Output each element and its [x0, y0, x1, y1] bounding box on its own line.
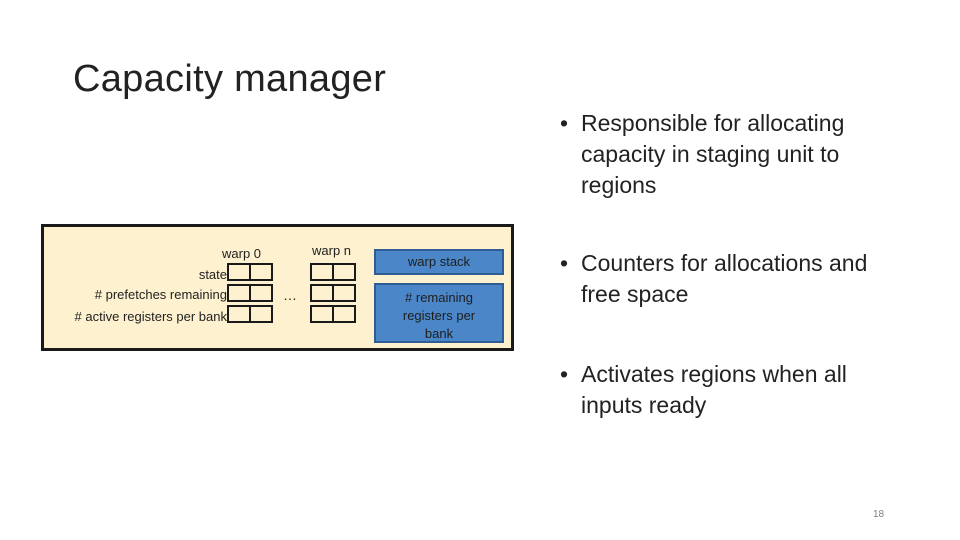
row-label-active-registers: # active registers per bank — [74, 309, 227, 324]
bullet-item: • Counters for allocations and free spac… — [560, 248, 900, 310]
grid-cell — [332, 305, 356, 323]
grid-cell — [227, 305, 251, 323]
bullet-item: • Responsible for allocating capacity in… — [560, 108, 900, 201]
warp-stack-label: warp stack — [407, 254, 471, 269]
bullet-symbol: • — [560, 361, 569, 387]
grid-cell — [227, 284, 251, 302]
bullet-symbol: • — [560, 110, 569, 136]
grid-cell — [249, 305, 273, 323]
capacity-manager-diagram: warp 0 warp n state # prefetches remaini… — [41, 224, 514, 351]
bullet-text: Counters for allocations and free space — [581, 250, 868, 307]
warp-0-label: warp 0 — [222, 246, 262, 261]
grid-cell — [249, 284, 273, 302]
warp-n-label: warp n — [312, 243, 352, 258]
remaining-registers-label: # remaining registers per bank — [402, 290, 476, 341]
bullet-symbol: • — [560, 250, 569, 276]
grid-cell — [227, 263, 251, 281]
row-label-state: state — [198, 267, 227, 282]
bullet-text: Activates regions when all inputs ready — [581, 361, 847, 418]
page-number: 18 — [873, 509, 885, 520]
grid-cell — [249, 263, 273, 281]
bullet-item: • Activates regions when all inputs read… — [560, 359, 900, 421]
ellipsis: … — [283, 287, 297, 303]
grid-cell — [332, 263, 356, 281]
row-label-prefetches: # prefetches remaining — [94, 287, 227, 302]
grid-cell — [332, 284, 356, 302]
remaining-registers-box: # remaining registers per bank — [374, 283, 504, 343]
warp-stack-box: warp stack — [374, 249, 504, 275]
slide-title: Capacity manager — [73, 58, 387, 100]
grid-cell — [310, 305, 334, 323]
grid-cell — [310, 263, 334, 281]
grid-cell — [310, 284, 334, 302]
bullet-text: Responsible for allocating capacity in s… — [581, 110, 845, 198]
